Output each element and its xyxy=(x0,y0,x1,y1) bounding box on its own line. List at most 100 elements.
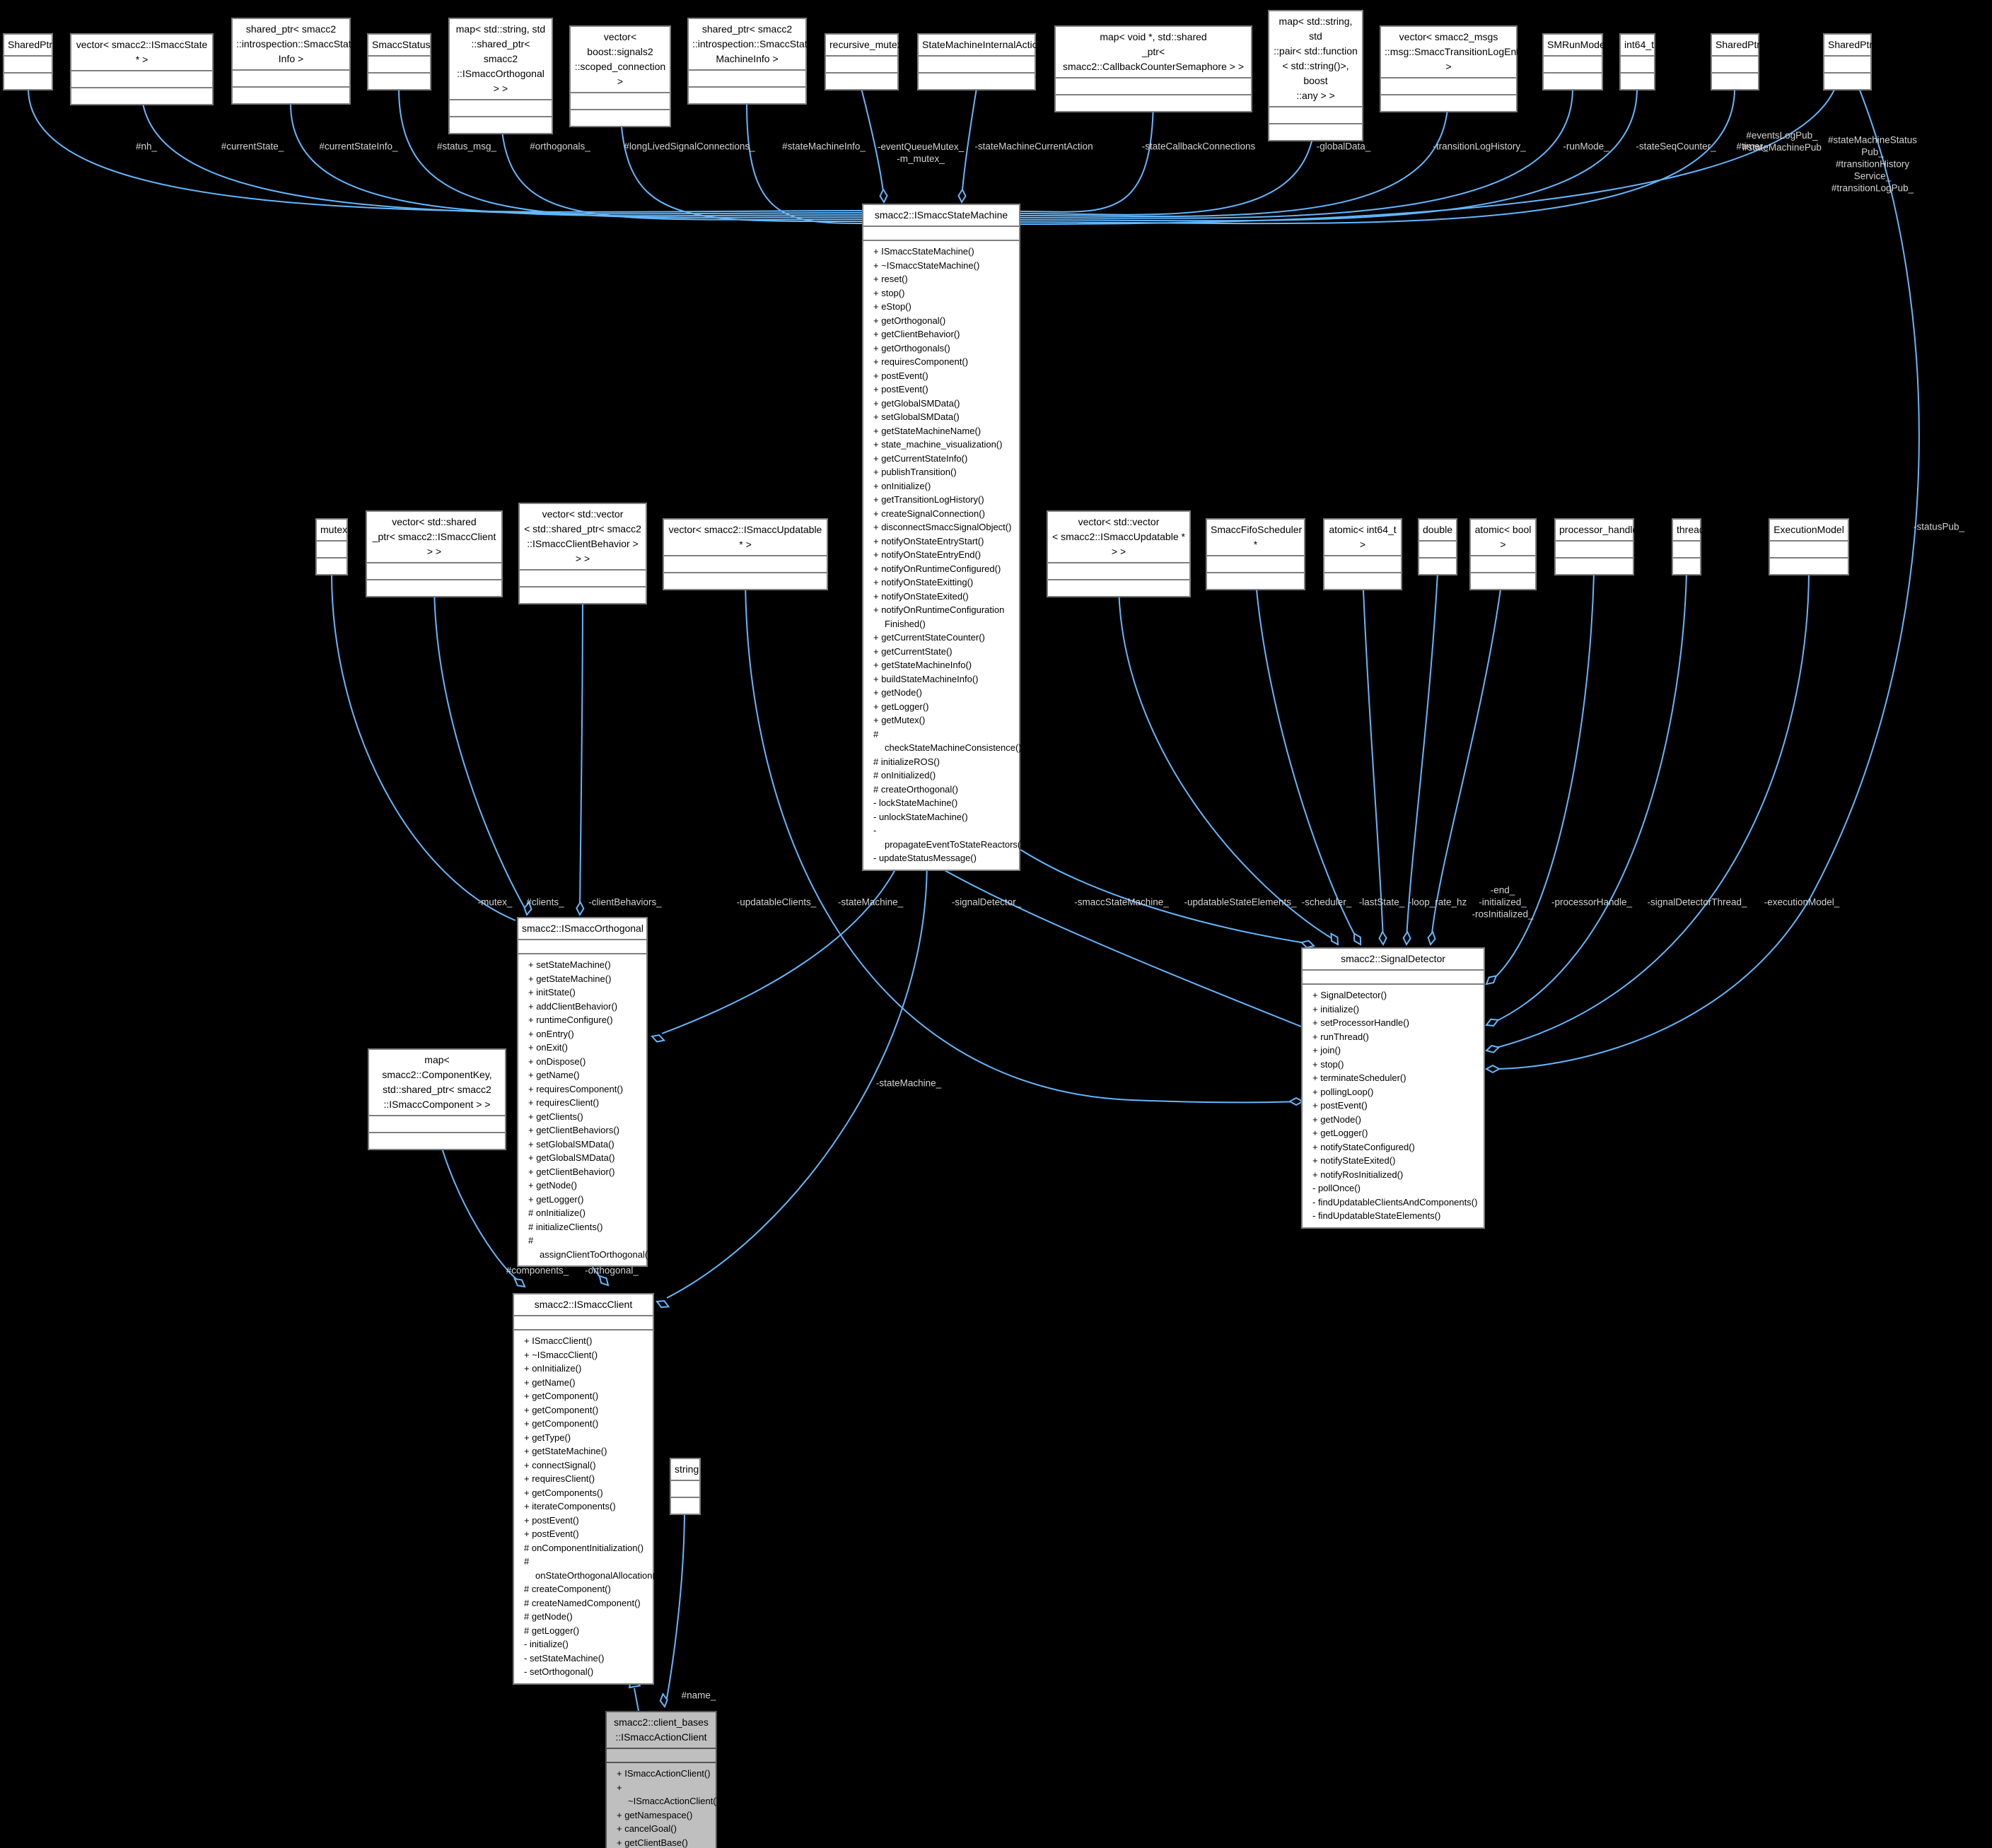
method-item: + getComponent() xyxy=(524,1418,599,1429)
class-title: processor_handle xyxy=(1559,524,1638,535)
class-node-map-orthogonals[interactable]: map< std::string, std ::shared_ptr< smac… xyxy=(448,18,553,134)
method-item: + onInitialize() xyxy=(873,480,931,491)
class-title: smacc2::client_bases ::ISmaccActionClien… xyxy=(614,1717,709,1743)
class-node-mutex[interactable]: mutex xyxy=(315,518,348,575)
class-node-string[interactable]: string xyxy=(670,1458,701,1515)
compartment-divider xyxy=(571,92,670,93)
aggregation-diamond xyxy=(651,1034,666,1043)
aggregation-diamond xyxy=(1330,932,1339,946)
operations-compartment xyxy=(369,1133,505,1149)
edge-path xyxy=(961,88,977,199)
compartment-divider xyxy=(1056,94,1251,95)
compartment-divider xyxy=(1824,55,1870,57)
class-node-sharedptr-timer[interactable]: SharedPtr xyxy=(1711,33,1760,90)
class-title: ExecutionModel xyxy=(1773,524,1844,535)
class-node-vector-updatable[interactable]: vector< smacc2::ISmaccUpdatable * > xyxy=(663,518,828,590)
method-item: + stop() xyxy=(873,287,905,298)
compartment-divider xyxy=(1621,72,1654,74)
class-node-map-components[interactable]: map< smacc2::ComponentKey, std::shared_p… xyxy=(368,1048,506,1150)
method-item: + runtimeConfigure() xyxy=(528,1014,613,1025)
method-item: + notifyOnStateEntryStart() xyxy=(873,535,984,546)
method-item: + getCurrentStateInfo() xyxy=(873,452,968,464)
class-node-recursive-mutex[interactable]: recursive_mutex xyxy=(825,33,902,90)
class-node-atomic-int64[interactable]: atomic< int64_t > xyxy=(1323,518,1402,590)
class-node-smaccstatus[interactable]: SmaccStatus xyxy=(367,33,431,90)
class-node-ismaccclient[interactable]: smacc2::ISmaccClient+ ISmaccClient()+ ~I… xyxy=(513,1293,658,1685)
compartment-divider xyxy=(1712,72,1758,74)
class-title: map< smacc2::ComponentKey, std::shared_p… xyxy=(382,1054,492,1110)
class-node-map-globaldata[interactable]: map< std::string, std ::pair< std::funct… xyxy=(1268,10,1363,141)
aggregation-diamond xyxy=(576,900,585,917)
method-item: + onDispose() xyxy=(528,1055,586,1067)
class-title: vector< smacc2::ISmaccState * > xyxy=(76,39,208,65)
class-node-sharedptr-pubs[interactable]: SharedPtr xyxy=(1823,33,1872,90)
class-node-vector-vector-updatable[interactable]: vector< std::vector < smacc2::ISmaccUpda… xyxy=(1047,510,1191,597)
class-node-atomic-bool[interactable]: atomic< bool > xyxy=(1469,518,1537,590)
method-item: + state_machine_visualization() xyxy=(873,439,1003,450)
method-item: + notifyRosInitialized() xyxy=(1312,1169,1404,1180)
compartment-divider xyxy=(1544,55,1602,57)
operations-compartment xyxy=(1712,74,1758,89)
operations-compartment xyxy=(1269,124,1362,140)
edge-label: #status_msg_ xyxy=(436,141,497,152)
class-title: SmaccStatus xyxy=(372,39,431,50)
class-node-signaldetector[interactable]: smacc2::SignalDetector+ SignalDetector()… xyxy=(1301,947,1485,1229)
edge-label: -stateSeqCounter_ xyxy=(1636,141,1716,152)
class-node-thread[interactable]: thread xyxy=(1672,518,1705,575)
edge-path xyxy=(1020,95,1449,218)
edge-path xyxy=(661,842,908,1034)
attributes-compartment xyxy=(368,57,430,72)
class-node-statemachineinternalaction[interactable]: StateMachineInternalAction xyxy=(917,33,1043,90)
operations-compartment xyxy=(571,110,670,126)
class-title: vector< std::shared _ptr< smacc2::ISmacc… xyxy=(372,516,496,557)
compartment-divider xyxy=(1673,540,1700,542)
edge-label: #stateMachineStatus Pub_ #transitionHist… xyxy=(1827,134,1918,194)
class-node-vector-ismaccstate[interactable]: vector< smacc2::ISmaccState * > xyxy=(70,33,214,105)
class-node-smrunmode[interactable]: SMRunMode xyxy=(1542,33,1605,90)
compartment-divider xyxy=(4,55,52,57)
class-node-ismaccactionclient[interactable]: smacc2::client_bases ::ISmaccActionClien… xyxy=(605,1711,719,1848)
edge-label: -signalDetector_ xyxy=(951,896,1022,908)
edge-path xyxy=(1020,88,1573,219)
class-title: string xyxy=(675,1463,699,1475)
method-item: + setStateMachine() xyxy=(528,959,611,970)
method-item: # initializeROS() xyxy=(873,756,940,767)
compartment-divider xyxy=(1770,557,1848,559)
compartment-divider xyxy=(1324,555,1401,556)
class-node-vector-clientbehaviors[interactable]: vector< std::vector < std::shared_ptr< s… xyxy=(518,503,647,604)
compartment-divider xyxy=(664,572,827,573)
class-node-vector-ismaccclient[interactable]: vector< std::shared _ptr< smacc2::ISmacc… xyxy=(366,510,503,597)
attributes-compartment xyxy=(520,571,646,586)
edge-path xyxy=(141,88,863,215)
class-node-processor-handle[interactable]: processor_handle xyxy=(1554,518,1638,575)
method-item: + getGlobalSMData() xyxy=(873,397,960,409)
method-item: + onExit() xyxy=(528,1042,568,1053)
compartment-divider xyxy=(1471,572,1535,573)
compartment-divider xyxy=(664,555,827,556)
compartment-divider xyxy=(607,1762,716,1763)
compartment-divider xyxy=(1770,540,1848,542)
class-node-double[interactable]: double xyxy=(1418,518,1457,575)
method-item: + postEvent() xyxy=(873,384,928,394)
class-node-int64-t[interactable]: int64_t xyxy=(1619,33,1655,90)
method-item: + runThread() xyxy=(1312,1031,1369,1042)
attributes-compartment xyxy=(317,542,346,557)
aggregation-diamond xyxy=(659,1692,668,1709)
method-item: + notifyStateExited() xyxy=(1312,1155,1396,1166)
class-node-smaccfifoscheduler[interactable]: SmaccFifoScheduler * xyxy=(1206,518,1305,590)
operations-compartment xyxy=(1056,95,1251,111)
class-title: map< std::string, std ::shared_ptr< smac… xyxy=(455,23,546,94)
class-node-vector-transitionlogentry[interactable]: vector< smacc2_msgs ::msg::SmaccTransiti… xyxy=(1380,25,1527,112)
class-node-executionmodel[interactable]: ExecutionModel xyxy=(1769,518,1849,575)
class-node-ismaccstatemachine[interactable]: smacc2::ISmaccStateMachine+ ISmaccStateM… xyxy=(862,204,1024,871)
class-node-vector-scoped-connection[interactable]: vector< boost::signals2 ::scoped_connect… xyxy=(569,25,671,127)
class-node-sharedptr-smaccstatemachineinfo[interactable]: shared_ptr< smacc2 ::introspection::Smac… xyxy=(687,18,812,105)
class-node-sharedptr-smaccstateinfo[interactable]: shared_ptr< smacc2 ::introspection::Smac… xyxy=(231,18,356,105)
compartment-divider xyxy=(520,569,646,571)
method-list: + setStateMachine()+ getStateMachine()+ … xyxy=(518,954,651,1265)
operations-compartment xyxy=(919,74,1035,89)
class-node-ismaccorthogonal[interactable]: smacc2::ISmaccOrthogonal+ setStateMachin… xyxy=(517,917,651,1267)
class-node-map-callbackcountersemaphore[interactable]: map< void *, std::shared _ptr< smacc2::C… xyxy=(1054,25,1252,112)
edge-label: -runMode_ xyxy=(1563,141,1609,152)
class-node-sharedptr-nh[interactable]: SharedPtr xyxy=(3,33,53,90)
